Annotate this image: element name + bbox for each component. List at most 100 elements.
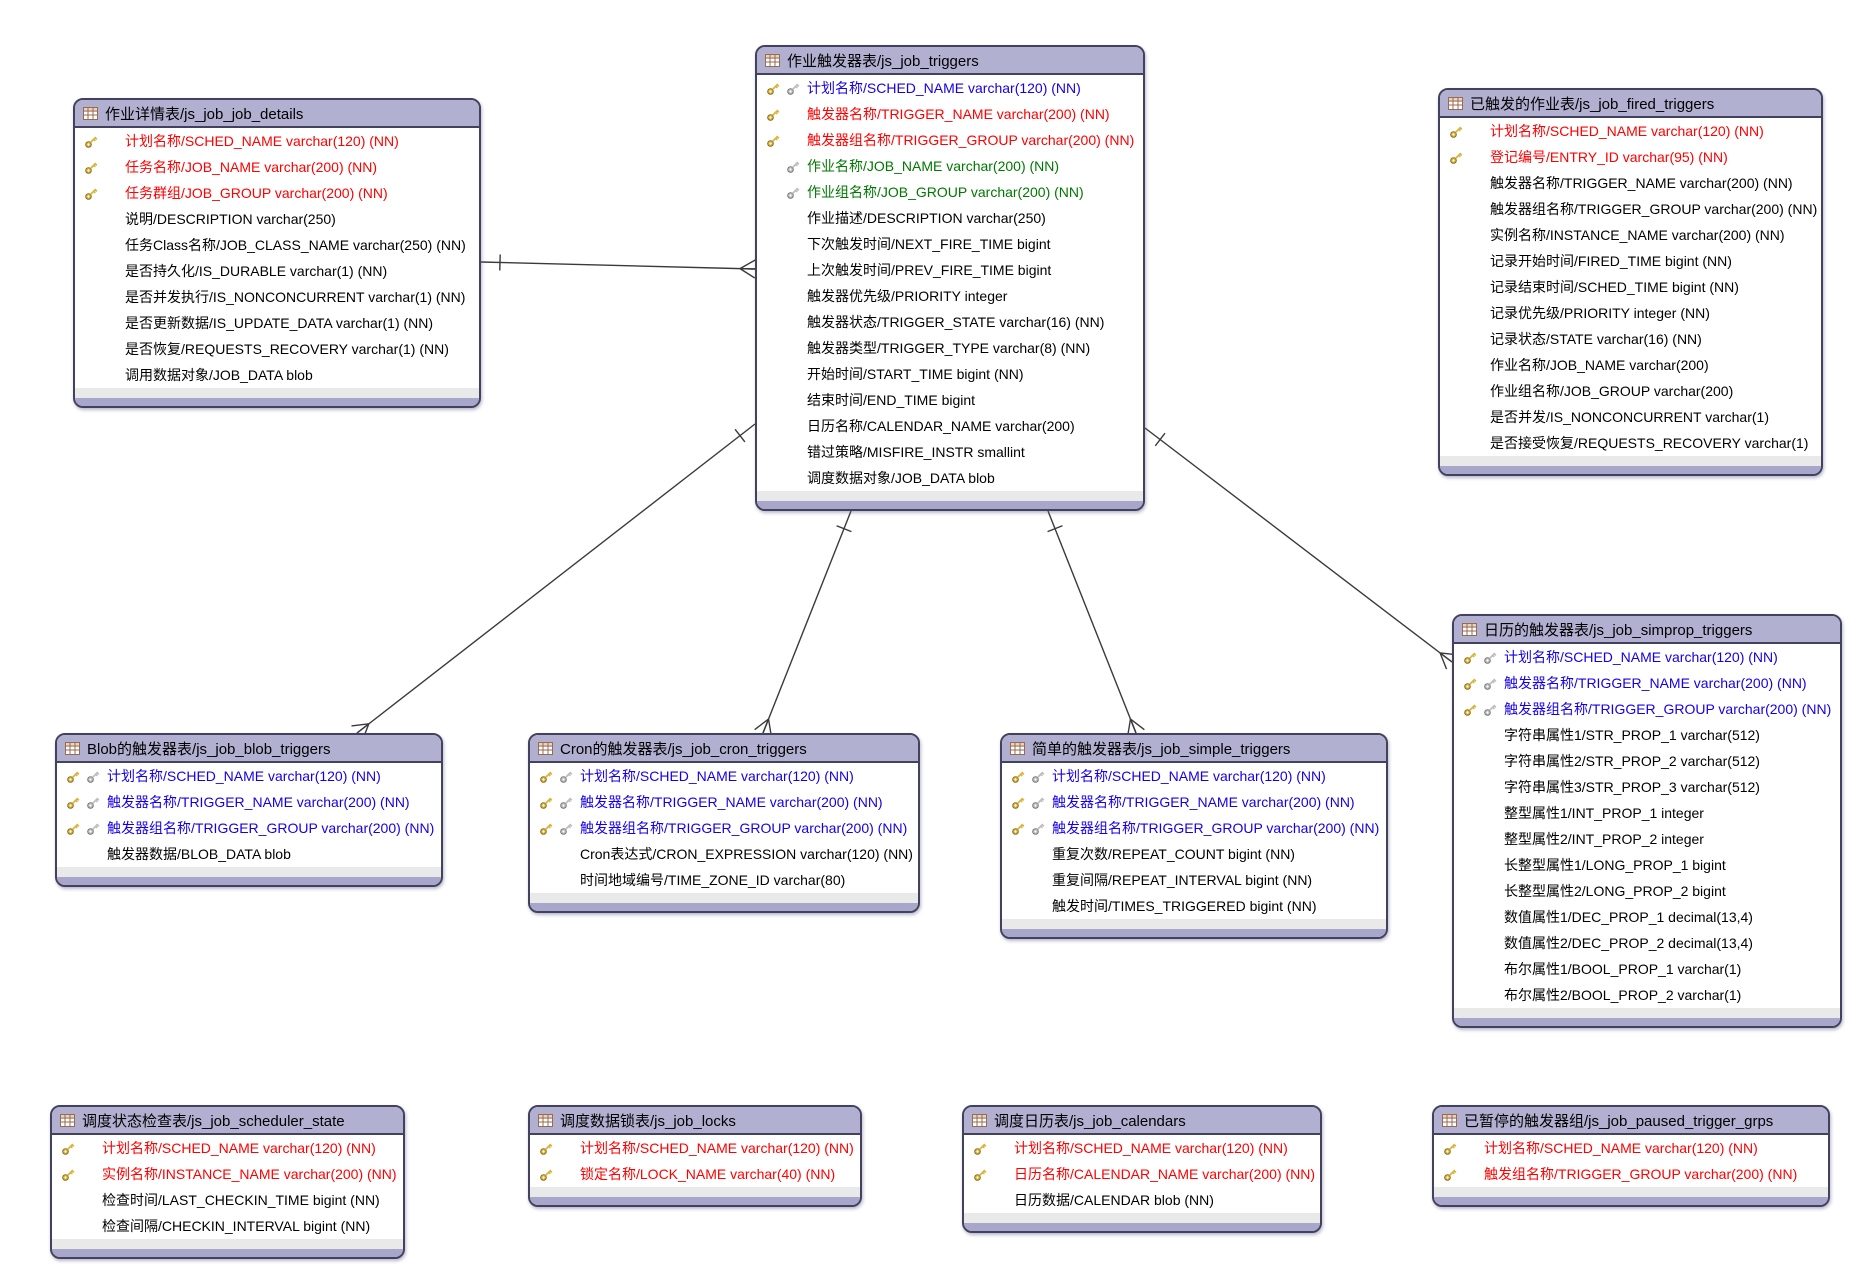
table-header-js_job_locks[interactable]: 调度数据锁表/js_job_locks [530,1107,860,1135]
field-row[interactable]: 计划名称/SCHED_NAME varchar(120) (NN) [57,763,441,789]
field-row[interactable]: 计划名称/SCHED_NAME varchar(120) (NN) [1434,1135,1828,1161]
field-row[interactable]: 调用数据对象/JOB_DATA blob [75,362,479,388]
field-row[interactable]: 任务群组/JOB_GROUP varchar(200) (NN) [75,180,479,206]
field-row[interactable]: 是否并发执行/IS_NONCONCURRENT varchar(1) (NN) [75,284,479,310]
field-row[interactable]: 记录结束时间/SCHED_TIME bigint (NN) [1440,274,1821,300]
table-header-js_job_triggers[interactable]: 作业触发器表/js_job_triggers [757,47,1143,75]
field-row[interactable]: 触发器名称/TRIGGER_NAME varchar(200) (NN) [530,789,918,815]
field-row[interactable]: 触发器组名称/TRIGGER_GROUP varchar(200) (NN) [1002,815,1386,841]
field-row[interactable]: 日历名称/CALENDAR_NAME varchar(200) [757,413,1143,439]
field-row[interactable]: 上次触发时间/PREV_FIRE_TIME bigint [757,257,1143,283]
field-row[interactable]: 重复次数/REPEAT_COUNT bigint (NN) [1002,841,1386,867]
field-row[interactable]: 触发器名称/TRIGGER_NAME varchar(200) (NN) [1440,170,1821,196]
field-row[interactable]: 字符串属性2/STR_PROP_2 varchar(512) [1454,748,1840,774]
table-header-js_job_blob_triggers[interactable]: Blob的触发器表/js_job_blob_triggers [57,735,441,763]
field-row[interactable]: 触发器组名称/TRIGGER_GROUP varchar(200) (NN) [1440,196,1821,222]
field-row[interactable]: 记录状态/STATE varchar(16) (NN) [1440,326,1821,352]
field-row[interactable]: 结束时间/END_TIME bigint [757,387,1143,413]
field-row[interactable]: 开始时间/START_TIME bigint (NN) [757,361,1143,387]
field-row[interactable]: 作业组名称/JOB_GROUP varchar(200) (NN) [757,179,1143,205]
field-row[interactable]: 触发器优先级/PRIORITY integer [757,283,1143,309]
table-header-js_job_cron_triggers[interactable]: Cron的触发器表/js_job_cron_triggers [530,735,918,763]
field-row[interactable]: 触发器名称/TRIGGER_NAME varchar(200) (NN) [57,789,441,815]
field-row[interactable]: 实例名称/INSTANCE_NAME varchar(200) (NN) [52,1161,403,1187]
field-row[interactable]: 下次触发时间/NEXT_FIRE_TIME bigint [757,231,1143,257]
field-row[interactable]: 触发器名称/TRIGGER_NAME varchar(200) (NN) [1454,670,1840,696]
field-row[interactable]: 整型属性2/INT_PROP_2 integer [1454,826,1840,852]
field-row[interactable]: 触发器组名称/TRIGGER_GROUP varchar(200) (NN) [1454,696,1840,722]
field-row[interactable]: 数值属性1/DEC_PROP_1 decimal(13,4) [1454,904,1840,930]
field-row[interactable]: 是否更新数据/IS_UPDATE_DATA varchar(1) (NN) [75,310,479,336]
field-row[interactable]: 字符串属性1/STR_PROP_1 varchar(512) [1454,722,1840,748]
field-row[interactable]: 字符串属性3/STR_PROP_3 varchar(512) [1454,774,1840,800]
field-row[interactable]: 记录开始时间/FIRED_TIME bigint (NN) [1440,248,1821,274]
field-row[interactable]: 作业名称/JOB_NAME varchar(200) [1440,352,1821,378]
field-row[interactable]: 是否持久化/IS_DURABLE varchar(1) (NN) [75,258,479,284]
field-row[interactable]: 布尔属性2/BOOL_PROP_2 varchar(1) [1454,982,1840,1008]
field-row[interactable]: 是否恢复/REQUESTS_RECOVERY varchar(1) (NN) [75,336,479,362]
field-row[interactable]: 触发器数据/BLOB_DATA blob [57,841,441,867]
field-row[interactable]: 长整型属性2/LONG_PROP_2 bigint [1454,878,1840,904]
field-row[interactable]: 调度数据对象/JOB_DATA blob [757,465,1143,491]
field-row[interactable]: 触发时间/TIMES_TRIGGERED bigint (NN) [1002,893,1386,919]
field-row[interactable]: Cron表达式/CRON_EXPRESSION varchar(120) (NN… [530,841,918,867]
table-header-js_job_fired_triggers[interactable]: 已触发的作业表/js_job_fired_triggers [1440,90,1821,118]
field-row[interactable]: 触发器名称/TRIGGER_NAME varchar(200) (NN) [1002,789,1386,815]
field-row[interactable]: 作业描述/DESCRIPTION varchar(250) [757,205,1143,231]
field-row[interactable]: 触发器组名称/TRIGGER_GROUP varchar(200) (NN) [757,127,1143,153]
field-row[interactable]: 登记编号/ENTRY_ID varchar(95) (NN) [1440,144,1821,170]
field-row[interactable]: 错过策略/MISFIRE_INSTR smallint [757,439,1143,465]
field-row[interactable]: 重复间隔/REPEAT_INTERVAL bigint (NN) [1002,867,1386,893]
field-row[interactable]: 触发器组名称/TRIGGER_GROUP varchar(200) (NN) [57,815,441,841]
table-header-js_job_simprop_triggers[interactable]: 日历的触发器表/js_job_simprop_triggers [1454,616,1840,644]
field-row[interactable]: 计划名称/SCHED_NAME varchar(120) (NN) [75,128,479,154]
field-row[interactable]: 是否并发/IS_NONCONCURRENT varchar(1) [1440,404,1821,430]
field-row[interactable]: 数值属性2/DEC_PROP_2 decimal(13,4) [1454,930,1840,956]
field-row[interactable]: 触发器状态/TRIGGER_STATE varchar(16) (NN) [757,309,1143,335]
field-row[interactable]: 触发器组名称/TRIGGER_GROUP varchar(200) (NN) [530,815,918,841]
field-row[interactable]: 作业组名称/JOB_GROUP varchar(200) [1440,378,1821,404]
table-header-js_job_scheduler_state[interactable]: 调度状态检查表/js_job_scheduler_state [52,1107,403,1135]
table-header-js_job_paused_trigger_grps[interactable]: 已暂停的触发器组/js_job_paused_trigger_grps [1434,1107,1828,1135]
field-row[interactable]: 计划名称/SCHED_NAME varchar(120) (NN) [964,1135,1320,1161]
field-row[interactable]: 记录优先级/PRIORITY integer (NN) [1440,300,1821,326]
field-row[interactable]: 任务Class名称/JOB_CLASS_NAME varchar(250) (N… [75,232,479,258]
field-row[interactable]: 触发器类型/TRIGGER_TYPE varchar(8) (NN) [757,335,1143,361]
field-row[interactable]: 计划名称/SCHED_NAME varchar(120) (NN) [1440,118,1821,144]
field-row[interactable]: 计划名称/SCHED_NAME varchar(120) (NN) [757,75,1143,101]
field-row[interactable]: 锁定名称/LOCK_NAME varchar(40) (NN) [530,1161,860,1187]
field-row[interactable]: 长整型属性1/LONG_PROP_1 bigint [1454,852,1840,878]
field-row[interactable]: 检查时间/LAST_CHECKIN_TIME bigint (NN) [52,1187,403,1213]
field-row[interactable]: 计划名称/SCHED_NAME varchar(120) (NN) [1002,763,1386,789]
field-row[interactable]: 计划名称/SCHED_NAME varchar(120) (NN) [530,763,918,789]
field-row[interactable]: 时间地域编号/TIME_ZONE_ID varchar(80) [530,867,918,893]
table-header-js_job_job_details[interactable]: 作业详情表/js_job_job_details [75,100,479,128]
field-row[interactable]: 检查间隔/CHECKIN_INTERVAL bigint (NN) [52,1213,403,1239]
field-row[interactable]: 说明/DESCRIPTION varchar(250) [75,206,479,232]
field-row[interactable]: 计划名称/SCHED_NAME varchar(120) (NN) [52,1135,403,1161]
field-row[interactable]: 布尔属性1/BOOL_PROP_1 varchar(1) [1454,956,1840,982]
field-row[interactable]: 任务名称/JOB_NAME varchar(200) (NN) [75,154,479,180]
field-row[interactable]: 日历数据/CALENDAR blob (NN) [964,1187,1320,1213]
field-row[interactable]: 整型属性1/INT_PROP_1 integer [1454,800,1840,826]
field-row[interactable]: 计划名称/SCHED_NAME varchar(120) (NN) [530,1135,860,1161]
field-row[interactable]: 实例名称/INSTANCE_NAME varchar(200) (NN) [1440,222,1821,248]
field-row[interactable]: 触发器名称/TRIGGER_NAME varchar(200) (NN) [757,101,1143,127]
field-row[interactable]: 触发组名称/TRIGGER_GROUP varchar(200) (NN) [1434,1161,1828,1187]
table-header-js_job_calendars[interactable]: 调度日历表/js_job_calendars [964,1107,1320,1135]
field-row[interactable]: 日历名称/CALENDAR_NAME varchar(200) (NN) [964,1161,1320,1187]
field-row[interactable]: 计划名称/SCHED_NAME varchar(120) (NN) [1454,644,1840,670]
field-row[interactable]: 是否接受恢复/REQUESTS_RECOVERY varchar(1) [1440,430,1821,456]
field-row[interactable]: 作业名称/JOB_NAME varchar(200) (NN) [757,153,1143,179]
